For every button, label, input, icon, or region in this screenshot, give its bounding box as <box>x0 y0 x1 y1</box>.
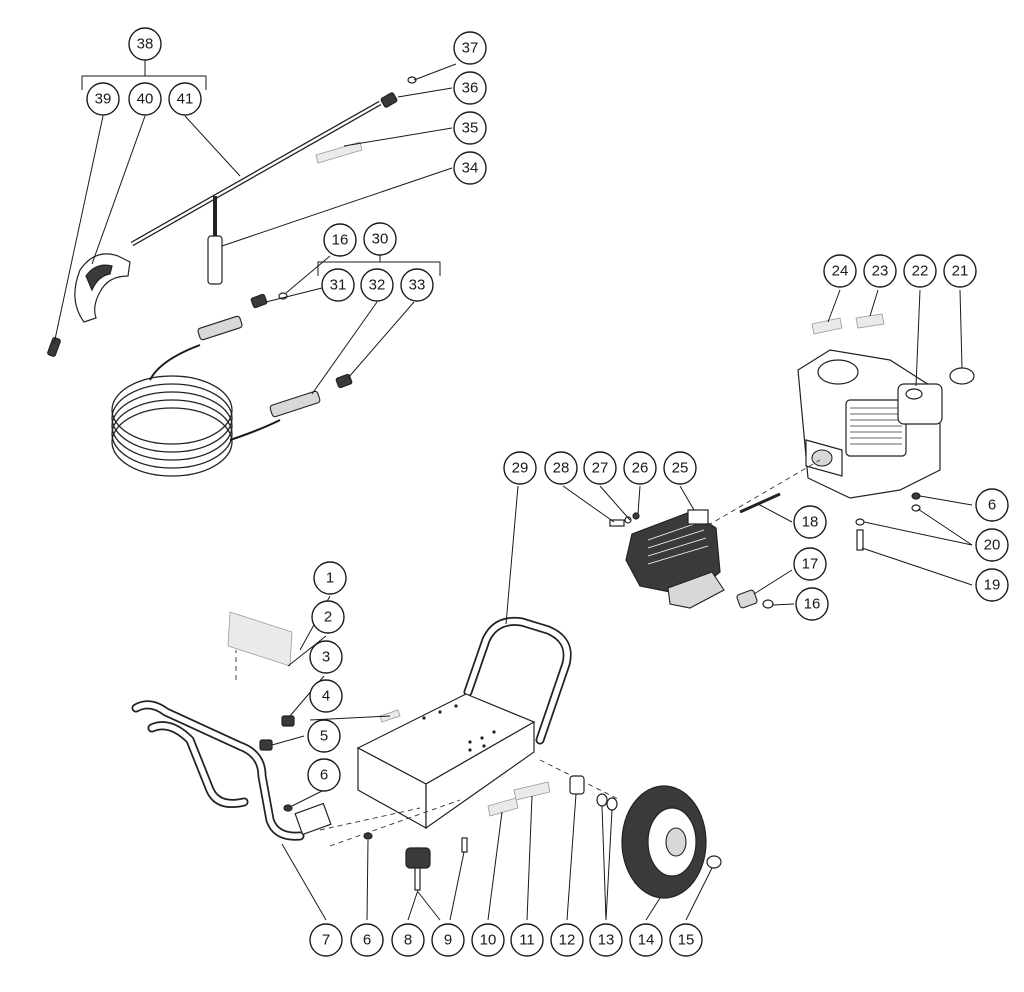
callout-10-label: 10 <box>480 932 497 949</box>
callout-33-label: 33 <box>409 277 426 294</box>
callout-41: 41 <box>168 82 202 116</box>
callout-1-label: 1 <box>326 570 334 587</box>
callout-6-frame-label: 6 <box>320 767 328 784</box>
callout-5-label: 5 <box>320 728 328 745</box>
callout-2: 2 <box>311 600 345 634</box>
callout-6-engine: 6 <box>975 488 1009 522</box>
callout-6-frame: 6 <box>307 758 341 792</box>
callout-6-bottom-label: 6 <box>363 932 371 949</box>
callout-39: 39 <box>86 82 120 116</box>
callout-11-label: 11 <box>519 932 535 949</box>
callout-9-label: 9 <box>444 932 452 949</box>
callout-34: 34 <box>453 151 487 185</box>
callout-5: 5 <box>307 719 341 753</box>
callout-1: 1 <box>313 561 347 595</box>
callout-38-label: 38 <box>137 36 154 53</box>
callout-6-bottom: 6 <box>350 923 384 957</box>
spray-gun-assembly <box>47 60 417 357</box>
callout-24-label: 24 <box>832 263 849 280</box>
callout-26-label: 26 <box>632 460 649 477</box>
callout-23: 23 <box>863 254 897 288</box>
callout-28-label: 28 <box>553 460 570 477</box>
callout-24: 24 <box>823 254 857 288</box>
callout-7-label: 7 <box>322 932 330 949</box>
callout-26: 26 <box>623 451 657 485</box>
callout-25: 25 <box>663 451 697 485</box>
callout-40: 40 <box>128 82 162 116</box>
callout-27: 27 <box>583 451 617 485</box>
callout-2-label: 2 <box>324 609 332 626</box>
callout-33: 33 <box>400 268 434 302</box>
callout-13-label: 13 <box>598 932 615 949</box>
callout-10: 10 <box>471 923 505 957</box>
frame-assembly <box>131 611 722 899</box>
pump-assembly <box>609 509 774 609</box>
callout-40-label: 40 <box>137 91 154 108</box>
callout-16-pump: 16 <box>795 587 829 621</box>
callout-4-label: 4 <box>322 688 330 705</box>
callout-29-label: 29 <box>512 460 529 477</box>
callout-17: 17 <box>793 547 827 581</box>
callout-39-label: 39 <box>95 91 112 108</box>
callout-8-label: 8 <box>404 932 412 949</box>
hose-assembly <box>111 254 441 477</box>
callout-12: 12 <box>550 923 584 957</box>
engine-assembly <box>699 313 975 551</box>
callout-15-label: 15 <box>678 932 695 949</box>
callout-16-hose: 16 <box>323 223 357 257</box>
callout-9: 9 <box>431 923 465 957</box>
callout-21-label: 21 <box>952 263 969 280</box>
callout-3: 3 <box>309 640 343 674</box>
callout-21: 21 <box>943 254 977 288</box>
callout-11: 11 <box>510 923 544 957</box>
callout-34-label: 34 <box>462 160 479 177</box>
callout-35: 35 <box>453 111 487 145</box>
callout-32: 32 <box>360 268 394 302</box>
callout-16-pump-label: 16 <box>804 596 821 613</box>
callout-28: 28 <box>544 451 578 485</box>
leader-lines <box>53 63 973 921</box>
callout-20: 20 <box>975 528 1009 562</box>
callout-36: 36 <box>453 71 487 105</box>
callout-25-label: 25 <box>672 460 689 477</box>
callout-31: 31 <box>321 268 355 302</box>
callout-32-label: 32 <box>369 277 386 294</box>
callout-6-engine-label: 6 <box>988 497 996 514</box>
callout-12-label: 12 <box>559 932 576 949</box>
callout-41-label: 41 <box>177 91 194 108</box>
callout-3-label: 3 <box>322 649 330 666</box>
callout-37-label: 37 <box>462 40 479 57</box>
callout-18: 18 <box>793 505 827 539</box>
callout-18-label: 18 <box>802 514 819 531</box>
callout-14: 14 <box>629 923 663 957</box>
callouts: 38 39 40 41 37 36 35 34 16 30 31 32 33 2… <box>86 27 1009 957</box>
callout-16-hose-label: 16 <box>332 232 349 249</box>
callout-15: 15 <box>669 923 703 957</box>
callout-27-label: 27 <box>592 460 609 477</box>
callout-19-label: 19 <box>984 577 1001 594</box>
callout-30-label: 30 <box>372 231 389 248</box>
callout-22: 22 <box>903 254 937 288</box>
callout-36-label: 36 <box>462 80 479 97</box>
callout-37: 37 <box>453 31 487 65</box>
callout-19: 19 <box>975 568 1009 602</box>
callout-31-label: 31 <box>330 277 347 294</box>
callout-35-label: 35 <box>462 120 479 137</box>
callout-13: 13 <box>589 923 623 957</box>
callout-23-label: 23 <box>872 263 889 280</box>
callout-8: 8 <box>391 923 425 957</box>
callout-22-label: 22 <box>912 263 929 280</box>
callout-17-label: 17 <box>802 556 819 573</box>
callout-30: 30 <box>363 222 397 256</box>
callout-20-label: 20 <box>984 537 1001 554</box>
callout-29: 29 <box>503 451 537 485</box>
callout-7: 7 <box>309 923 343 957</box>
callout-14-label: 14 <box>638 932 655 949</box>
callout-38: 38 <box>128 27 162 61</box>
callout-4: 4 <box>309 679 343 713</box>
